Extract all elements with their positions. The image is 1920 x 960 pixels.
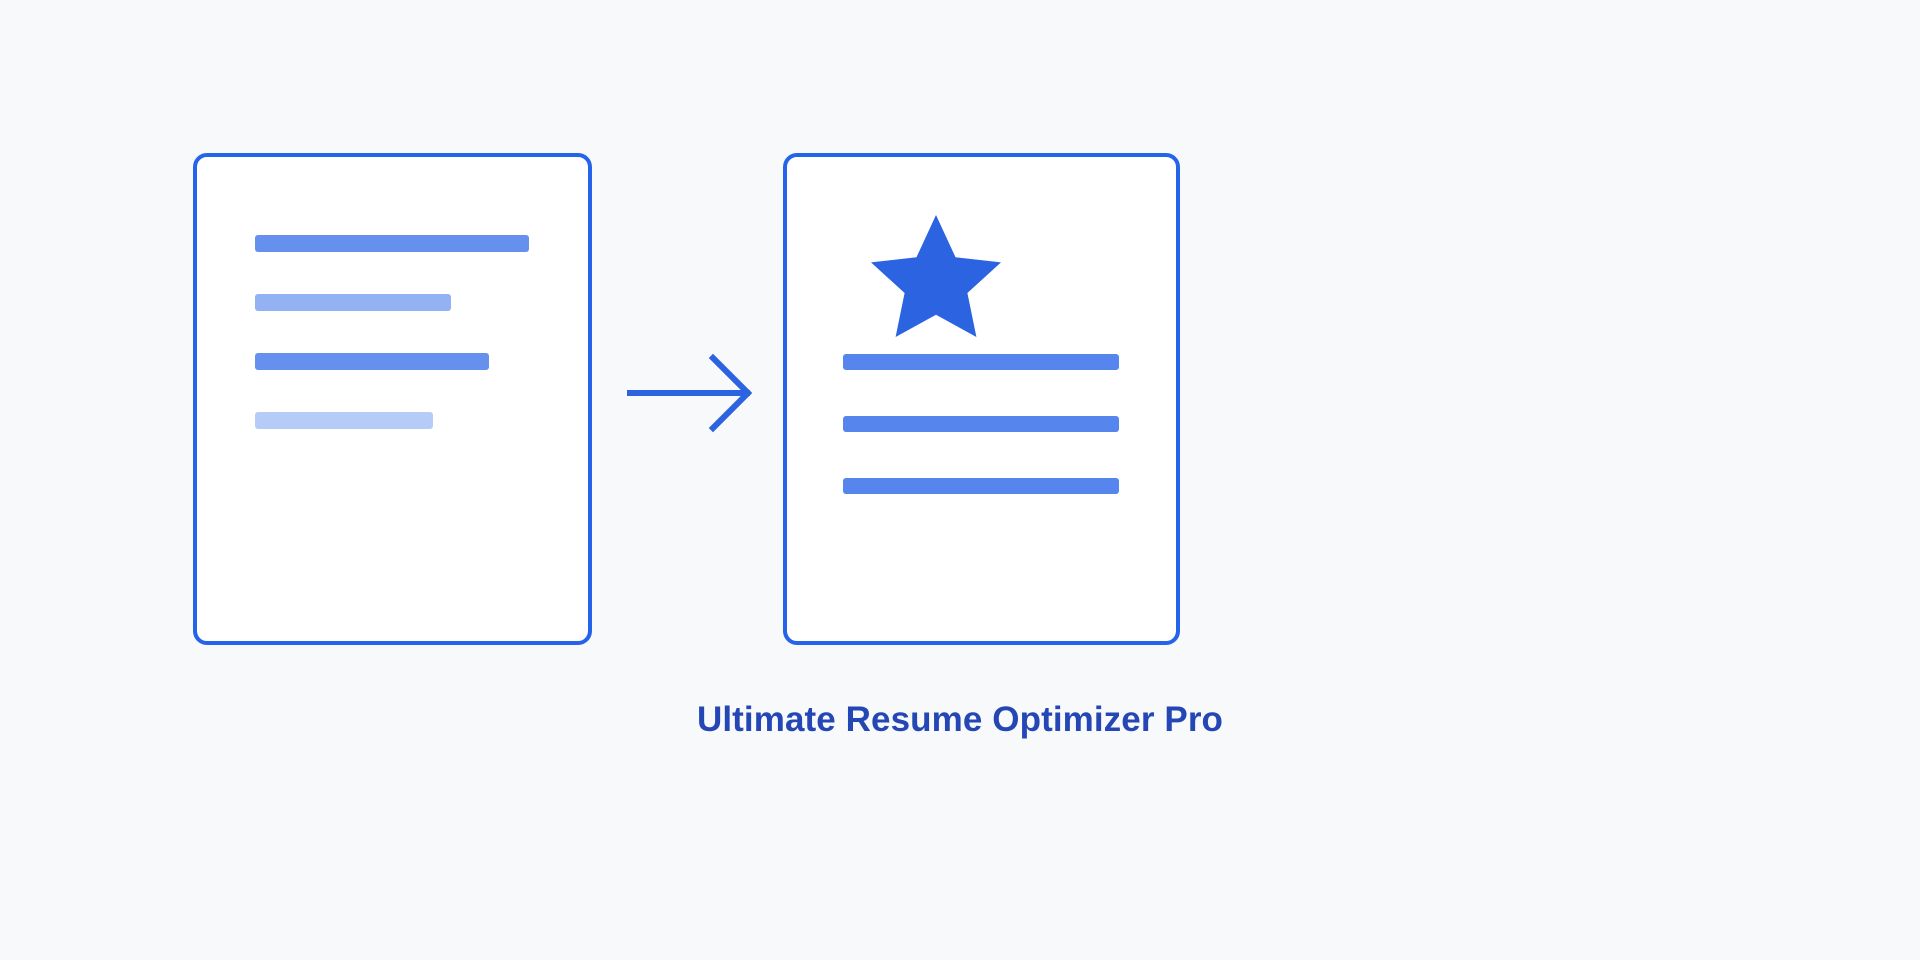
optimized-line-2: [843, 416, 1119, 432]
optimized-resume-card[interactable]: [783, 153, 1180, 645]
resume-line-4: [255, 412, 433, 429]
resume-line-1: [255, 235, 529, 252]
page-title: Ultimate Resume Optimizer Pro: [696, 700, 1224, 739]
optimized-line-1: [843, 354, 1119, 370]
resume-line-2: [255, 294, 451, 311]
original-resume-card[interactable]: [193, 153, 592, 645]
optimized-line-3: [843, 478, 1119, 494]
star-icon: [871, 213, 1001, 337]
resume-line-3: [255, 353, 489, 370]
arrow-right-icon: [627, 352, 758, 434]
